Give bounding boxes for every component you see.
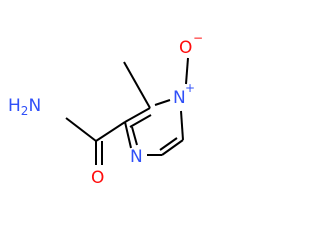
ring-nitrogen-top-label: N — [173, 88, 186, 108]
carbonyl-oxygen-label: O — [91, 168, 104, 188]
bond-c2-c3 — [124, 107, 151, 123]
bond-c5-c6 — [161, 139, 184, 156]
structure-diagram: H2N O N + N O − — [8, 31, 204, 188]
bond-n1-c2-double — [131, 126, 138, 146]
bond-n-oxide — [185, 57, 189, 85]
bond-n4-c5 — [180, 110, 184, 141]
amide-nitrogen-label: H2N — [8, 96, 41, 118]
n-oxide-oxygen-label: O — [179, 38, 192, 58]
ring-nitrogen-charge: + — [185, 81, 195, 95]
ring-nitrogen-bottom-label: N — [130, 147, 143, 167]
bond-c2-carbonyl — [95, 121, 126, 142]
bond-c3-n4 — [154, 99, 171, 106]
bond-c2-c3-double — [129, 114, 152, 128]
n-oxide-charge: − — [193, 31, 203, 45]
bond-n1-c2 — [124, 121, 132, 149]
bond-c5-c6-double — [159, 137, 178, 151]
bond-carbonyl-nh2 — [65, 117, 97, 142]
bond-methyl — [123, 61, 151, 109]
molecule-drawing: H2N O N + N O − — [8, 31, 203, 188]
